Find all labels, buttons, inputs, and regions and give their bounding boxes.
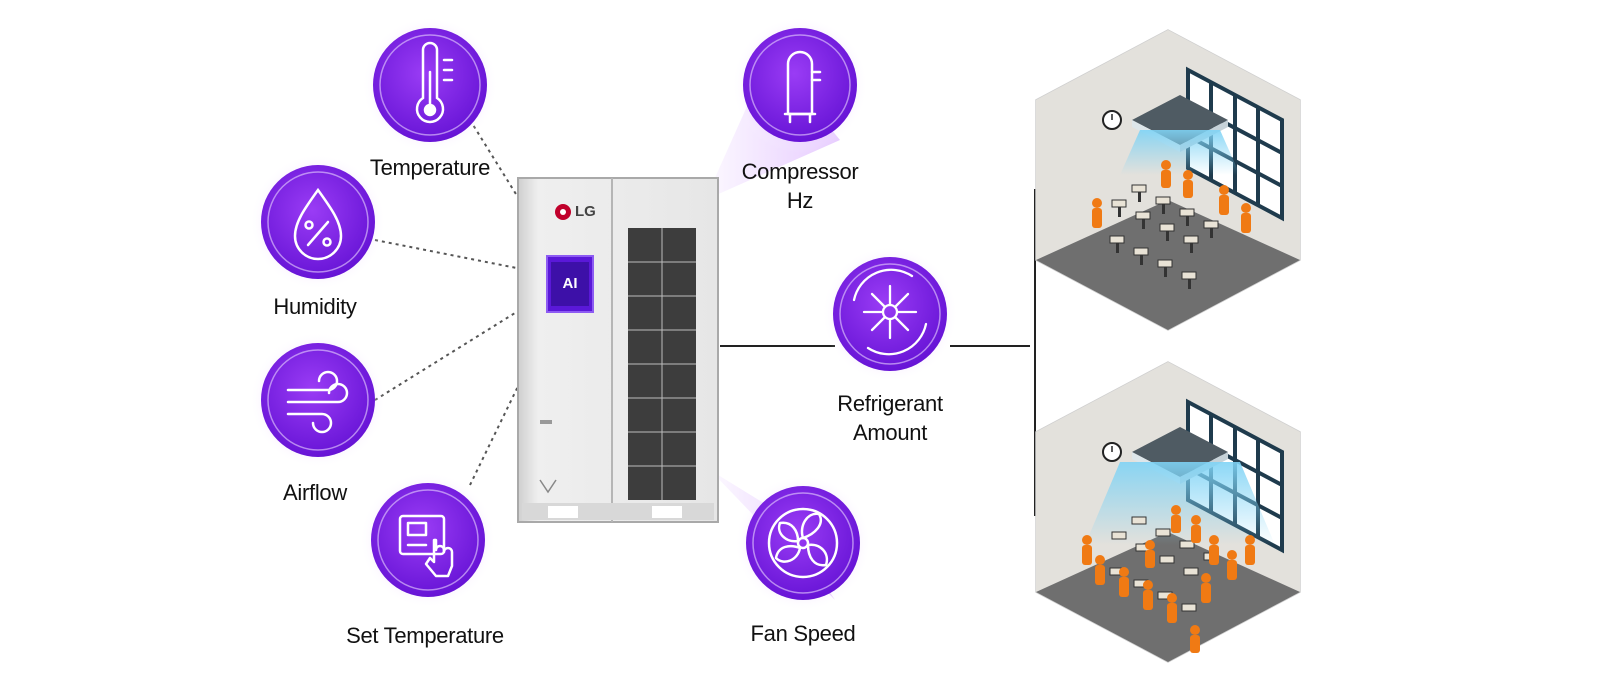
unit-grille xyxy=(628,228,696,500)
room-high-occupancy xyxy=(1035,361,1301,663)
thermometer-icon xyxy=(415,41,454,124)
humidity-label: Humidity xyxy=(273,294,357,319)
fan-speed-label: Fan Speed xyxy=(750,621,856,646)
wall-clock-icon xyxy=(1102,442,1122,462)
airflow-label: Airflow xyxy=(283,480,347,505)
room-low-occupancy xyxy=(1035,29,1301,331)
compressor-control xyxy=(732,17,868,153)
temperature-sensor xyxy=(362,17,498,153)
fan-icon xyxy=(767,507,839,579)
lg-logo xyxy=(555,204,571,220)
desks xyxy=(1109,184,1219,289)
set-temperature-label: Set Temperature xyxy=(346,623,504,648)
ceiling-ac-unit xyxy=(1120,95,1240,175)
wall-clock-icon xyxy=(1102,110,1122,130)
ai-chip xyxy=(546,255,594,313)
occupants xyxy=(1082,505,1255,653)
refrigerant-label: Refrigerant Amount xyxy=(790,390,990,447)
fan-speed-control xyxy=(735,475,871,611)
humidity-drop-icon xyxy=(293,187,343,261)
set-temperature-sensor xyxy=(360,472,496,608)
airflow-sensor xyxy=(250,332,386,468)
refrigerant-snowflake-icon xyxy=(852,268,928,356)
thermostat-touch-icon xyxy=(398,514,454,578)
compressor-label: Compressor Hz xyxy=(700,158,900,215)
occupants xyxy=(1092,160,1251,233)
compressor-icon xyxy=(783,50,822,124)
humidity-sensor xyxy=(250,154,386,290)
outdoor-unit xyxy=(517,177,719,523)
refrigerant-control xyxy=(822,246,958,382)
refrigerant-label-line1: Refrigerant xyxy=(837,391,943,416)
ai-chip-label: AI xyxy=(562,275,578,292)
airflow-icon xyxy=(286,370,349,434)
compressor-label-line1: Compressor xyxy=(741,159,859,184)
lg-brand-text: LG xyxy=(575,203,596,220)
refrigerant-label-line2: Amount xyxy=(852,419,928,445)
temperature-label: Temperature xyxy=(369,155,491,180)
compressor-label-line2: Hz xyxy=(786,187,814,213)
